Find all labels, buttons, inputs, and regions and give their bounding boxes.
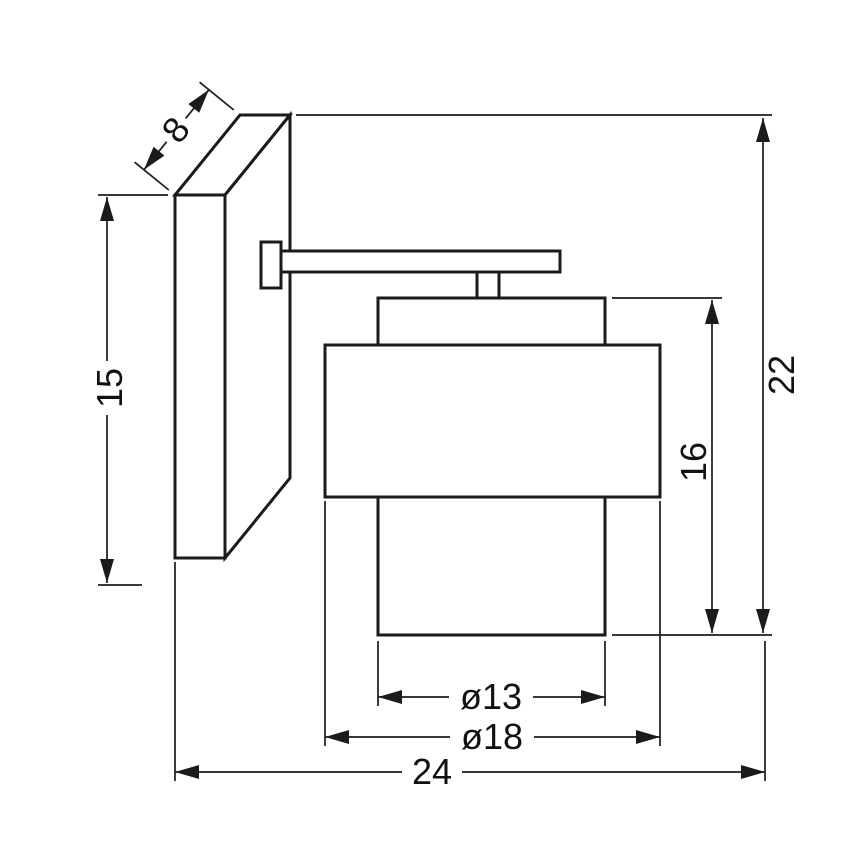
arrowhead-up-right xyxy=(188,89,209,113)
arrowhead-right xyxy=(741,765,765,779)
label-background xyxy=(449,679,533,715)
arrowhead-down xyxy=(705,609,719,633)
arrowhead-right xyxy=(636,730,660,744)
arrowhead-down xyxy=(100,559,114,583)
dim-overall-width: 24 xyxy=(174,562,766,792)
wall-plate xyxy=(171,110,294,563)
dim-shade-height: 16 xyxy=(612,297,722,633)
shade-outer-drum xyxy=(323,343,662,499)
arrowhead-down xyxy=(756,609,770,633)
dim-outer-diameter: ø18 xyxy=(324,501,661,757)
dimension-label-inner-diameter: ø13 xyxy=(460,676,522,717)
arrowhead-down-left xyxy=(143,146,165,170)
label-background xyxy=(450,719,534,755)
arm-bar xyxy=(279,249,562,274)
extension-line xyxy=(134,161,170,191)
arrowhead-left xyxy=(325,730,349,744)
mounting-arm xyxy=(259,240,562,300)
dimension-label-shade-height: 16 xyxy=(673,442,714,482)
shade-top-section xyxy=(376,296,607,347)
plate-side-face xyxy=(223,110,292,563)
arrowhead-up xyxy=(756,118,770,142)
dim-inner-diameter: ø13 xyxy=(377,641,606,717)
arm-bracket xyxy=(259,240,283,290)
dim-overall-height: 22 xyxy=(296,114,802,636)
dim-plate-height: 15 xyxy=(89,194,168,586)
arrowhead-right xyxy=(581,690,605,704)
dimension-label-outer-diameter: ø18 xyxy=(461,716,523,757)
arm-stem xyxy=(475,270,501,300)
arrowhead-up xyxy=(705,300,719,324)
extension-line xyxy=(199,81,235,111)
dimension-label-overall-height: 22 xyxy=(761,355,802,395)
dimension-label-overall-width: 24 xyxy=(412,751,452,792)
shade-bottom-section xyxy=(376,495,607,637)
label-background xyxy=(153,107,199,153)
arrowhead-up xyxy=(100,197,114,221)
label-background xyxy=(402,754,462,790)
label-background xyxy=(92,361,128,415)
arrowhead-left xyxy=(378,690,402,704)
lamp-shade xyxy=(323,296,662,637)
dimension-label-plate-height: 15 xyxy=(89,368,130,408)
arrowhead-left xyxy=(175,765,199,779)
plate-front-face xyxy=(173,193,227,560)
